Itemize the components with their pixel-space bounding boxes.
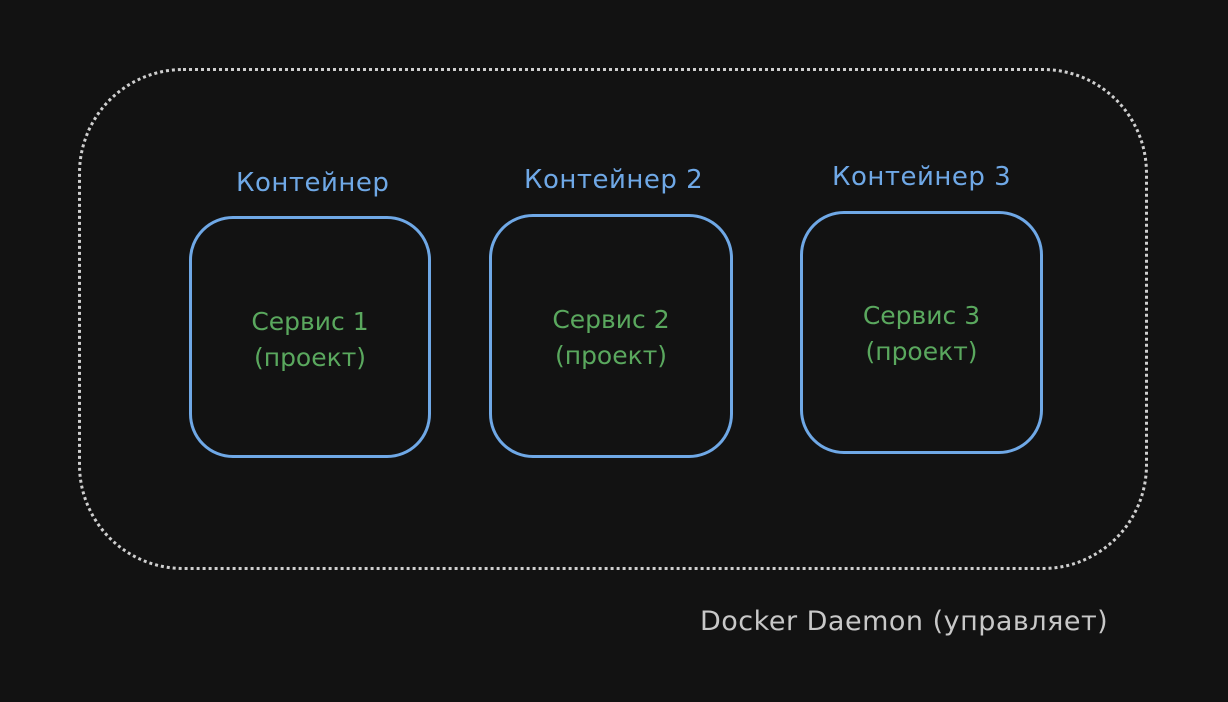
service-1-name: Сервис 1 <box>251 307 369 336</box>
service-2-text: Сервис 2 (проект) <box>489 302 733 374</box>
service-1-text: Сервис 1 (проект) <box>189 304 431 376</box>
service-2-name: Сервис 2 <box>552 305 670 334</box>
container-3-label: Контейнер 3 <box>832 162 1012 192</box>
service-3-type: (проект) <box>865 337 978 366</box>
container-3-box <box>800 211 1043 454</box>
container-1-label: Контейнер <box>236 168 390 198</box>
service-3-text: Сервис 3 (проект) <box>800 298 1043 370</box>
container-2-box <box>489 214 733 458</box>
service-1-type: (проект) <box>253 343 367 372</box>
container-2-label: Контейнер 2 <box>524 165 704 195</box>
service-2-type: (проект) <box>554 341 668 370</box>
container-1-box <box>189 216 431 458</box>
service-3-name: Сервис 3 <box>862 301 981 330</box>
docker-daemon-label: Docker Daemon (управляет) <box>700 606 1109 637</box>
docker-daemon-boundary <box>78 68 1148 570</box>
